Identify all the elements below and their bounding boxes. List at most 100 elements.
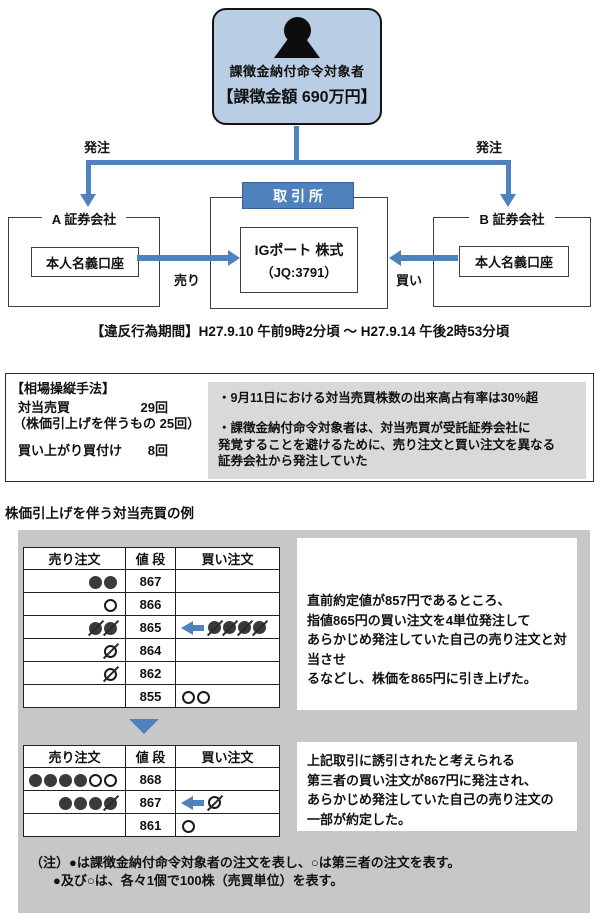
firm-a-account-box: 本人名義口座 <box>31 247 139 277</box>
footnote-2: ●及び○は、各々1個で100株（売買単位）を表す。 <box>53 872 344 888</box>
own-order-icon <box>89 575 102 589</box>
sell-orders-cell <box>23 767 126 791</box>
price-cell: 867 <box>125 790 176 814</box>
surcharge-subject-box: 課徴金納付命令対象者 【課徴金額 690万円】 <box>212 8 382 125</box>
price-cell: 855 <box>125 684 176 708</box>
buy-orders-cell <box>175 813 280 837</box>
firm-b-account-box: 本人名義口座 <box>459 246 569 277</box>
surcharge-amount: 【課徴金額 690万円】 <box>217 89 377 106</box>
stat-buy-up-value: 8回 <box>147 443 168 458</box>
order-book-row: 862 <box>23 661 280 685</box>
example-explanation-2: 上記取引に誘引されたと考えられる 第三者の買い注文が867円に発注され、 あらか… <box>297 742 577 831</box>
own-order-icon <box>89 796 102 810</box>
method-note-2: ・課徴金納付命令対象者は、対当売買が受託証券会社に 発覚することを避けるために、… <box>218 421 556 468</box>
third-party-order-icon <box>182 690 195 704</box>
arrow-down-right-icon <box>500 194 516 207</box>
own-order-icon <box>74 773 87 787</box>
method-note-1: ・9月11日における対当売買株数の出来高占有率は30%超 <box>218 391 539 405</box>
stock-box: IGポート 株式 （JQ:3791） <box>240 227 358 293</box>
third-party-order-icon <box>104 773 117 787</box>
method-notes-box: ・9月11日における対当売買株数の出来高占有率は30%超 ・課徴金納付命令対象者… <box>208 382 586 479</box>
stat-matched-trades-value: 29回 <box>140 400 168 415</box>
buy-arrow-icon <box>181 795 204 810</box>
column-header: 売り注文 <box>23 547 126 570</box>
stock-name: IGポート 株式 <box>254 241 344 258</box>
order-book-row: 867 <box>23 569 280 593</box>
subject-title: 課徴金納付命令対象者 <box>229 64 365 79</box>
own-order-executed-icon <box>223 621 236 635</box>
own-order-executed-icon <box>208 621 221 635</box>
buy-orders-cell <box>175 661 280 685</box>
column-header: 買い注文 <box>175 547 280 570</box>
third-party-order-executed-icon <box>104 644 117 658</box>
own-order-icon <box>59 773 72 787</box>
sell-orders-cell <box>23 615 126 639</box>
own-order-icon <box>29 773 42 787</box>
third-party-order-icon <box>104 598 117 612</box>
arrow-down-left-icon <box>80 194 96 207</box>
firm-b-box: B 証券会社 本人名義口座 <box>433 209 591 307</box>
manipulation-method-box <box>5 373 594 482</box>
third-party-order-executed-icon <box>208 796 221 810</box>
buy-orders-cell <box>175 615 280 639</box>
sell-orders-cell <box>23 684 126 708</box>
firm-a-box: A 証券会社 本人名義口座 <box>8 209 160 307</box>
order-book-row: 864 <box>23 638 280 662</box>
buy-orders-cell <box>175 569 280 593</box>
third-party-order-icon <box>89 773 102 787</box>
firm-b-label: B 証券会社 <box>469 209 555 228</box>
stat-price-raising-subset: （株価引上げを伴うもの 25回） <box>13 416 201 431</box>
buy-arrow-line <box>401 255 458 261</box>
connector-right-line <box>506 160 511 196</box>
stat-matched-trades: 対当売買 29回 <box>18 397 168 416</box>
own-order-icon <box>44 773 57 787</box>
sell-arrow-head-icon <box>228 250 240 266</box>
sell-orders-cell <box>23 592 126 616</box>
third-party-order-executed-icon <box>104 667 117 681</box>
own-order-icon <box>104 575 117 589</box>
own-order-executed-icon <box>104 796 117 810</box>
sell-label: 売り <box>174 273 201 288</box>
own-order-icon <box>59 796 72 810</box>
order-label-right: 発注 <box>476 140 503 155</box>
method-title: 【相場操縦手法】 <box>11 381 116 396</box>
order-book-row: 868 <box>23 767 280 791</box>
own-order-executed-icon <box>253 621 266 635</box>
price-cell: 864 <box>125 638 176 662</box>
buy-arrow-head-icon <box>389 250 401 266</box>
sell-orders-cell <box>23 661 126 685</box>
connector-horizontal-line <box>86 160 511 165</box>
stat-buy-up-label: 買い上がり買付け <box>18 443 123 458</box>
example-title: 株価引上げを伴う対当売買の例 <box>5 506 194 521</box>
own-order-icon <box>74 796 87 810</box>
buy-orders-cell <box>175 684 280 708</box>
connector-left-line <box>86 160 91 196</box>
own-order-executed-icon <box>238 621 251 635</box>
order-book-row: 855 <box>23 684 280 708</box>
exchange-label: 取 引 所 <box>242 182 354 209</box>
order-book-row: 867 <box>23 790 280 814</box>
stat-matched-trades-label: 対当売買 <box>18 400 71 415</box>
example-explanation-1: 直前約定値が857円であるところ、 指値865円の買い注文を4単位発注して あら… <box>297 538 577 710</box>
sell-orders-cell <box>23 638 126 662</box>
violation-period-text: 【違反行為期間】H27.9.10 午前9時2分頃 ～ H27.9.14 午後2時… <box>90 324 510 339</box>
column-header: 値 段 <box>125 547 176 570</box>
buy-orders-cell <box>175 767 280 791</box>
person-icon-body <box>274 39 320 58</box>
column-header: 売り注文 <box>23 745 126 768</box>
stock-ticker: （JQ:3791） <box>260 264 338 280</box>
price-cell: 861 <box>125 813 176 837</box>
buy-orders-cell <box>175 790 280 814</box>
price-cell: 862 <box>125 661 176 685</box>
order-book-row: 865 <box>23 615 280 639</box>
own-order-executed-icon <box>89 621 102 635</box>
order-book-row: 861 <box>23 813 280 837</box>
price-cell: 865 <box>125 615 176 639</box>
order-book-row: 866 <box>23 592 280 616</box>
sell-orders-cell <box>23 813 126 837</box>
footnotes: （注）●は課徴金納付命令対象者の注文を表し、○は第三者の注文を表す。 ●及び○は… <box>30 854 460 889</box>
buy-arrow-icon <box>181 620 204 635</box>
